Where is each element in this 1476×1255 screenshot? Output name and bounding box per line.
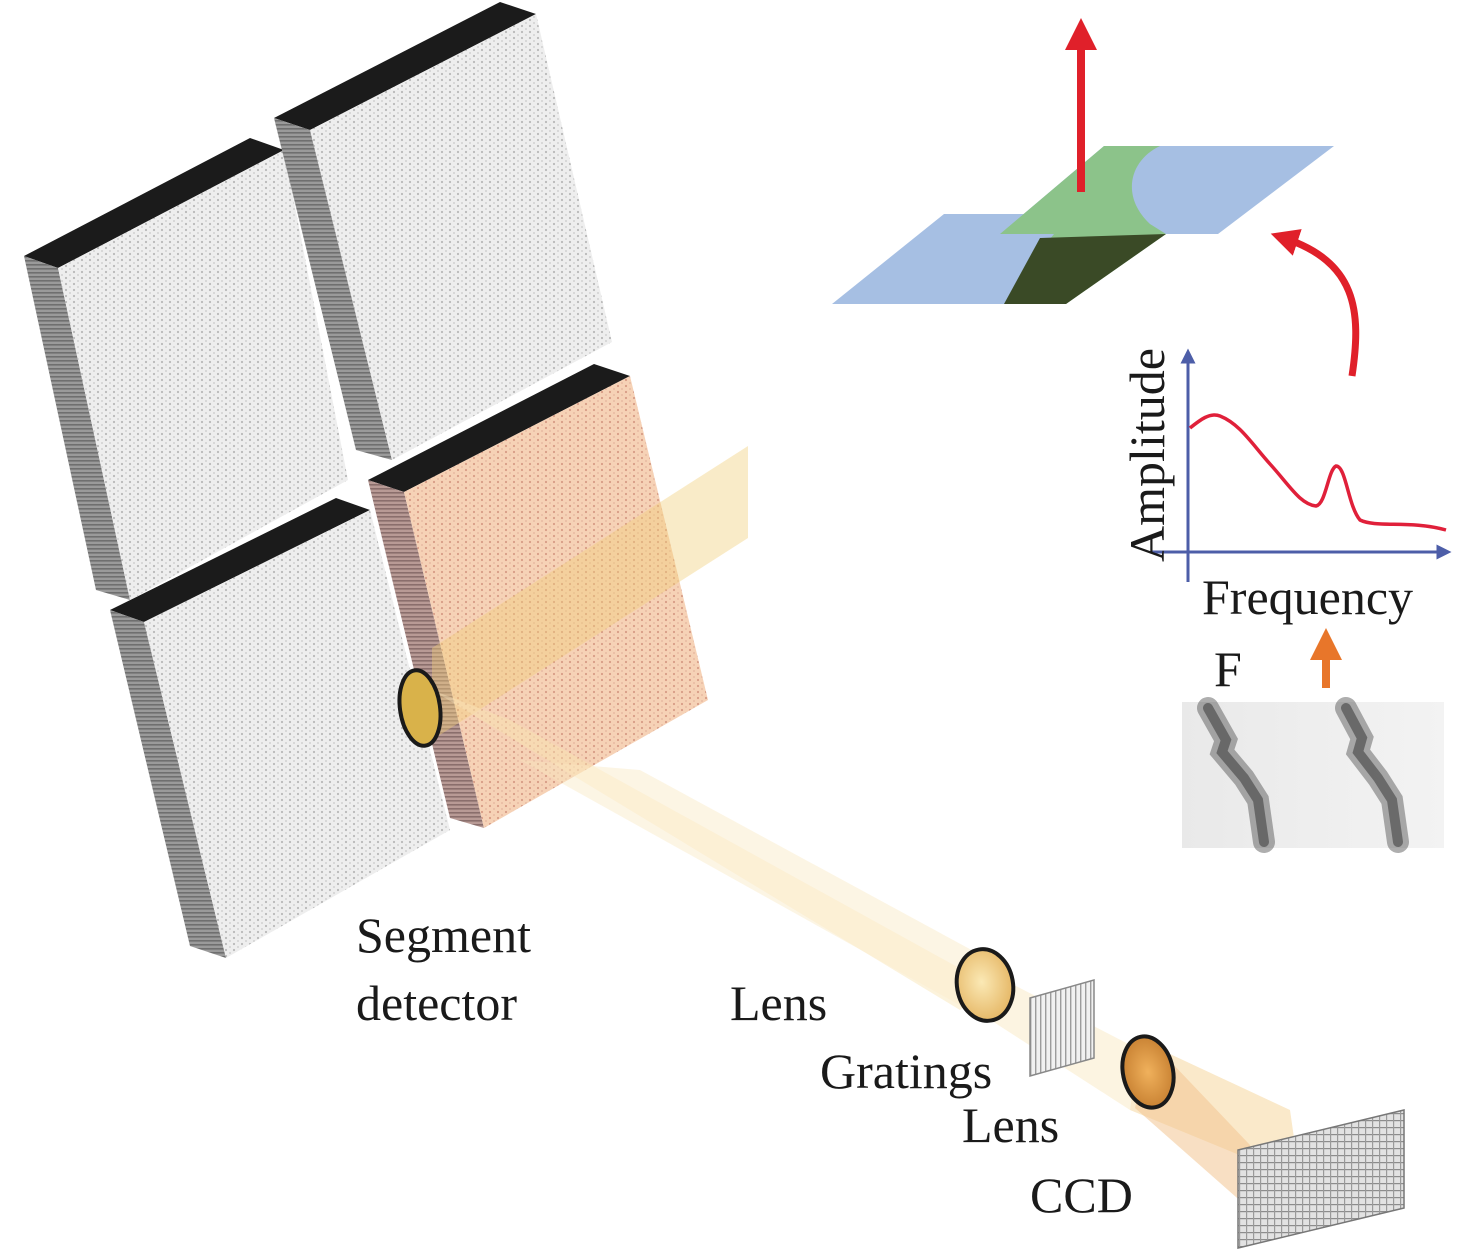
- segment-detector-label-line1: Segment: [356, 907, 531, 963]
- ccd-label: CCD: [1030, 1167, 1133, 1223]
- gratings-icon: [1029, 979, 1095, 1077]
- segment-detector-label-line2: detector: [356, 975, 518, 1031]
- lens-2-icon: [1120, 1034, 1176, 1110]
- lens-1-label: Lens: [730, 975, 828, 1031]
- f-label: F: [1214, 641, 1242, 697]
- lens-2-label: Lens: [962, 1097, 1060, 1153]
- gratings-label: Gratings: [820, 1043, 993, 1099]
- ccd-icon: [1237, 1109, 1405, 1249]
- segmented-mirror: [24, 2, 708, 958]
- fringe-image: [1182, 697, 1444, 853]
- mirror-lens-icon: [397, 668, 443, 748]
- lens-1-icon: [954, 947, 1016, 1023]
- mirror-segment-top-right: [274, 2, 612, 460]
- mirror-segment-active: [368, 364, 708, 828]
- mirror-segment-bottom-left: [110, 498, 450, 958]
- spectrum-plot: [1152, 348, 1452, 582]
- mirror-segment-top-left: [24, 138, 348, 600]
- amplitude-label: Amplitude: [1118, 348, 1175, 562]
- frequency-label: Frequency: [1202, 569, 1414, 625]
- arrow-curved-red-icon: [1270, 229, 1360, 377]
- spectrum-curve: [1188, 413, 1447, 532]
